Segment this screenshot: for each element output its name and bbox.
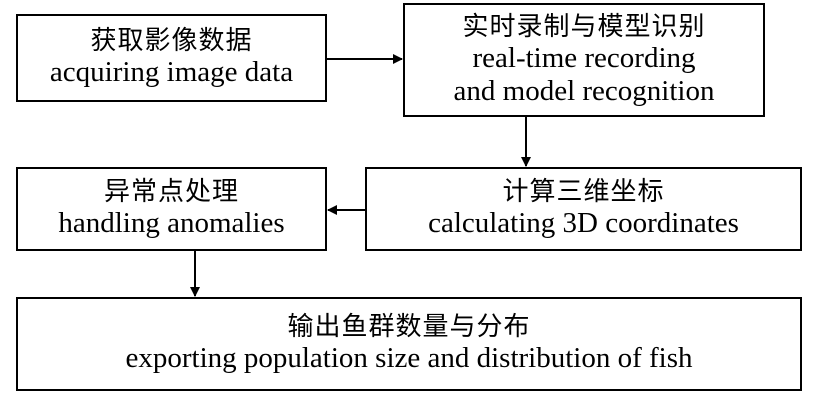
node-acquire: 获取影像数据 acquiring image data: [16, 14, 327, 102]
node-record-en-line1: real-time recording: [472, 42, 696, 75]
node-calc-zh: 计算三维坐标: [502, 177, 665, 208]
node-anomaly: 异常点处理 handling anomalies: [16, 167, 327, 251]
node-calc-en: calculating 3D coordinates: [428, 207, 739, 240]
node-acquire-en: acquiring image data: [49, 56, 294, 89]
node-anomaly-en: handling anomalies: [58, 207, 285, 240]
node-acquire-zh: 获取影像数据: [90, 26, 253, 57]
node-export-zh: 输出鱼群数量与分布: [287, 312, 531, 343]
node-anomaly-zh: 异常点处理: [103, 177, 239, 208]
node-record-en-line2: and model recognition: [453, 74, 715, 107]
node-calc: 计算三维坐标 calculating 3D coordinates: [365, 167, 802, 251]
node-export-en: exporting population size and distributi…: [125, 342, 693, 375]
node-export: 输出鱼群数量与分布 exporting population size and …: [16, 297, 802, 391]
node-record: 实时录制与模型识别 real-time recording and model …: [403, 3, 765, 117]
node-record-zh: 实时录制与模型识别: [462, 11, 706, 42]
